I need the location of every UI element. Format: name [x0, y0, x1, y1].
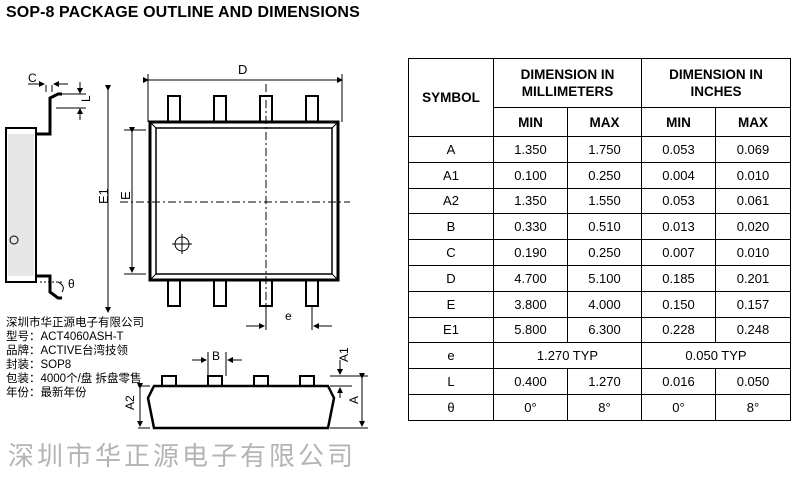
cell-value: 0.013	[641, 213, 716, 241]
header-in-min: MIN	[641, 107, 716, 137]
cell-value: 0.157	[715, 290, 791, 318]
info-packing: 包装：4000个/盘 拆盘零售	[6, 373, 142, 385]
cell-symbol: A	[408, 136, 494, 163]
info-company: 深圳市华正源电子有限公司	[6, 317, 144, 329]
dim-label-a: A	[347, 396, 361, 404]
cell-value: 4.000	[567, 290, 642, 318]
dim-label-theta: θ	[68, 277, 75, 291]
cell-value: 0.016	[641, 368, 716, 395]
info-model: 型号：ACT4060ASH-T	[6, 331, 124, 343]
cell-value: 0.050	[715, 368, 791, 395]
page-title: SOP-8 PACKAGE OUTLINE AND DIMENSIONS	[6, 4, 360, 21]
cell-value: 0.250	[567, 239, 642, 266]
cell-value: 0.201	[715, 264, 791, 292]
dim-label-a2: A2	[123, 395, 137, 410]
cell-value: 0.190	[493, 239, 568, 266]
watermark-text: 深圳市华正源电子有限公司	[8, 442, 357, 472]
dim-label-l: L	[79, 95, 93, 102]
cell-symbol: E1	[408, 316, 494, 344]
cell-value: 0.053	[641, 136, 716, 163]
cell-value: 0.510	[567, 213, 642, 241]
front-view: B A2 A1 A	[123, 347, 368, 430]
cell-value: 8°	[567, 393, 642, 421]
cell-value: 1.750	[567, 136, 642, 163]
cell-value: 0.010	[715, 239, 791, 266]
cell-value: 0.330	[493, 213, 568, 241]
header-in-max: MAX	[715, 107, 791, 137]
cell-value: 0.100	[493, 161, 568, 189]
dim-label-e-pitch: e	[285, 309, 292, 323]
cell-value: 0°	[641, 393, 716, 421]
cell-symbol: θ	[408, 393, 494, 421]
dim-label-b: B	[212, 349, 220, 363]
cell-value: 0.020	[715, 213, 791, 241]
cell-value: 0.069	[715, 136, 791, 163]
dim-label-a1: A1	[337, 347, 351, 362]
package-outline-drawing: C L θ E1 E D	[5, 62, 368, 430]
cell-symbol: e	[408, 342, 494, 370]
dim-label-d: D	[238, 62, 247, 77]
cell-value: 0.010	[715, 161, 791, 189]
product-info: 深圳市华正源电子有限公司 型号：ACT4060ASH-T 品牌：ACTIVE台湾…	[6, 316, 144, 400]
dim-label-c: C	[28, 71, 37, 85]
cell-value: 5.800	[493, 316, 568, 344]
cell-value: 0.007	[641, 239, 716, 266]
cell-symbol: A1	[408, 161, 494, 189]
header-symbol: SYMBOL	[408, 58, 494, 137]
cell-value: 4.700	[493, 264, 568, 292]
cell-value: 0.053	[641, 187, 716, 215]
cell-value: 0.150	[641, 290, 716, 318]
cell-value: 1.550	[567, 187, 642, 215]
cell-value: 0.185	[641, 264, 716, 292]
cell-value: 0.004	[641, 161, 716, 189]
cell-value: 0.248	[715, 316, 791, 344]
info-package: 封装：SOP8	[6, 359, 72, 371]
cell-value: 3.800	[493, 290, 568, 318]
cell-value: 6.300	[567, 316, 642, 344]
cell-symbol: B	[408, 213, 494, 241]
info-brand: 品牌：ACTIVE台湾技领	[6, 345, 129, 357]
cell-value: 5.100	[567, 264, 642, 292]
cell-value: 0°	[493, 393, 568, 421]
cell-value: 0.061	[715, 187, 791, 215]
top-view	[120, 84, 350, 320]
cell-symbol: A2	[408, 187, 494, 215]
cell-value: 1.350	[493, 187, 568, 215]
header-mm-min: MIN	[493, 107, 568, 137]
cell-symbol: C	[408, 239, 494, 266]
cell-symbol: L	[408, 368, 494, 395]
cell-value: 0.250	[567, 161, 642, 189]
cell-value: 0.400	[493, 368, 568, 395]
header-mm-max: MAX	[567, 107, 642, 137]
dim-label-e: E	[118, 191, 133, 200]
cell-value: 1.350	[493, 136, 568, 163]
cell-value: 1.270 TYP	[493, 342, 642, 370]
cell-value: 8°	[715, 393, 791, 421]
dim-label-e1: E1	[96, 188, 111, 204]
cell-value: 0.050 TYP	[641, 342, 791, 370]
side-view: C L θ	[5, 71, 93, 300]
info-year: 年份：最新年份	[6, 387, 87, 399]
cell-value: 1.270	[567, 368, 642, 395]
cell-symbol: E	[408, 290, 494, 318]
cell-symbol: D	[408, 264, 494, 292]
cell-value: 0.228	[641, 316, 716, 344]
